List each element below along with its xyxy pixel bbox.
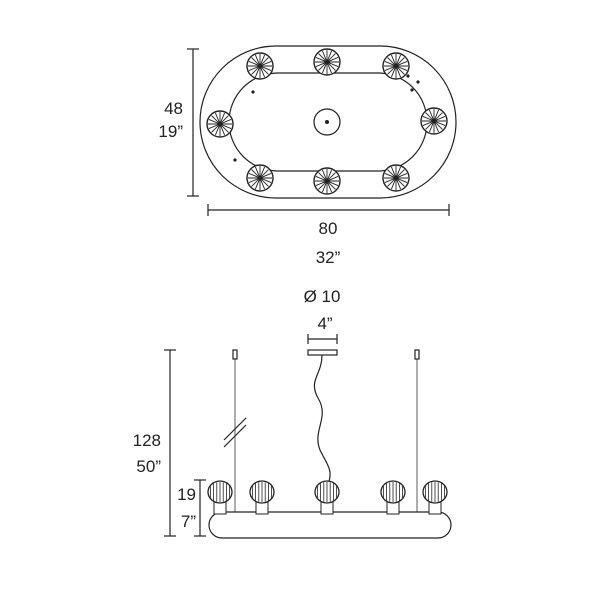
oval-ring-outer [199,45,457,199]
diffuser-icon [246,52,274,80]
side-diffuser-icon [249,480,275,515]
diffuser-icon [313,48,341,76]
diffuser-icon [313,167,341,195]
width-dimension: 80 32” [207,204,450,267]
break-mark-icon [223,417,247,448]
side-diffuser-icon [314,480,340,515]
cable-clamp-right [414,349,420,360]
side-diffuser-icon [422,480,448,515]
body-height-cm-label: 19 [177,485,196,504]
side-diffuser-icon [207,480,233,515]
height-cm-label: 48 [164,99,183,118]
center-canopy-dot [325,120,329,124]
mount-dot [416,80,420,84]
width-in-label: 32” [316,248,341,267]
diffuser-group [206,48,448,195]
power-cord [313,354,331,485]
side-diffuser-icon [380,480,406,515]
mount-dot [251,90,255,94]
overall-height-dimension: 128 50” [133,349,176,537]
top-view: 48 19” 80 32” [158,45,457,267]
lamp-body-bar [208,511,452,539]
diffuser-icon [382,52,410,80]
mount-dot [406,74,410,78]
diffuser-icon [382,164,410,192]
canopy-diameter-cm-label: Ø 10 [304,287,341,306]
mount-dot [233,158,237,162]
ceiling-canopy-icon [307,349,338,356]
overall-height-in-label: 50” [136,457,161,476]
overall-height-cm-label: 128 [133,431,161,450]
cable-clamp-left [232,349,238,360]
diffuser-icon [420,107,448,135]
body-height-dimension: 19 7” [177,479,206,537]
mount-dot [410,88,414,92]
height-in-label: 19” [158,122,183,141]
body-height-in-label: 7” [181,512,196,531]
side-diffuser-group [207,480,448,515]
side-view: Ø 10 4” 128 50” [133,287,452,539]
center-canopy-icon [313,108,341,136]
canopy-diameter-in-label: 4” [317,314,332,333]
diffuser-icon [246,164,274,192]
width-cm-label: 80 [319,219,338,238]
height-dimension: 48 19” [158,48,199,197]
diffuser-icon [206,110,234,138]
